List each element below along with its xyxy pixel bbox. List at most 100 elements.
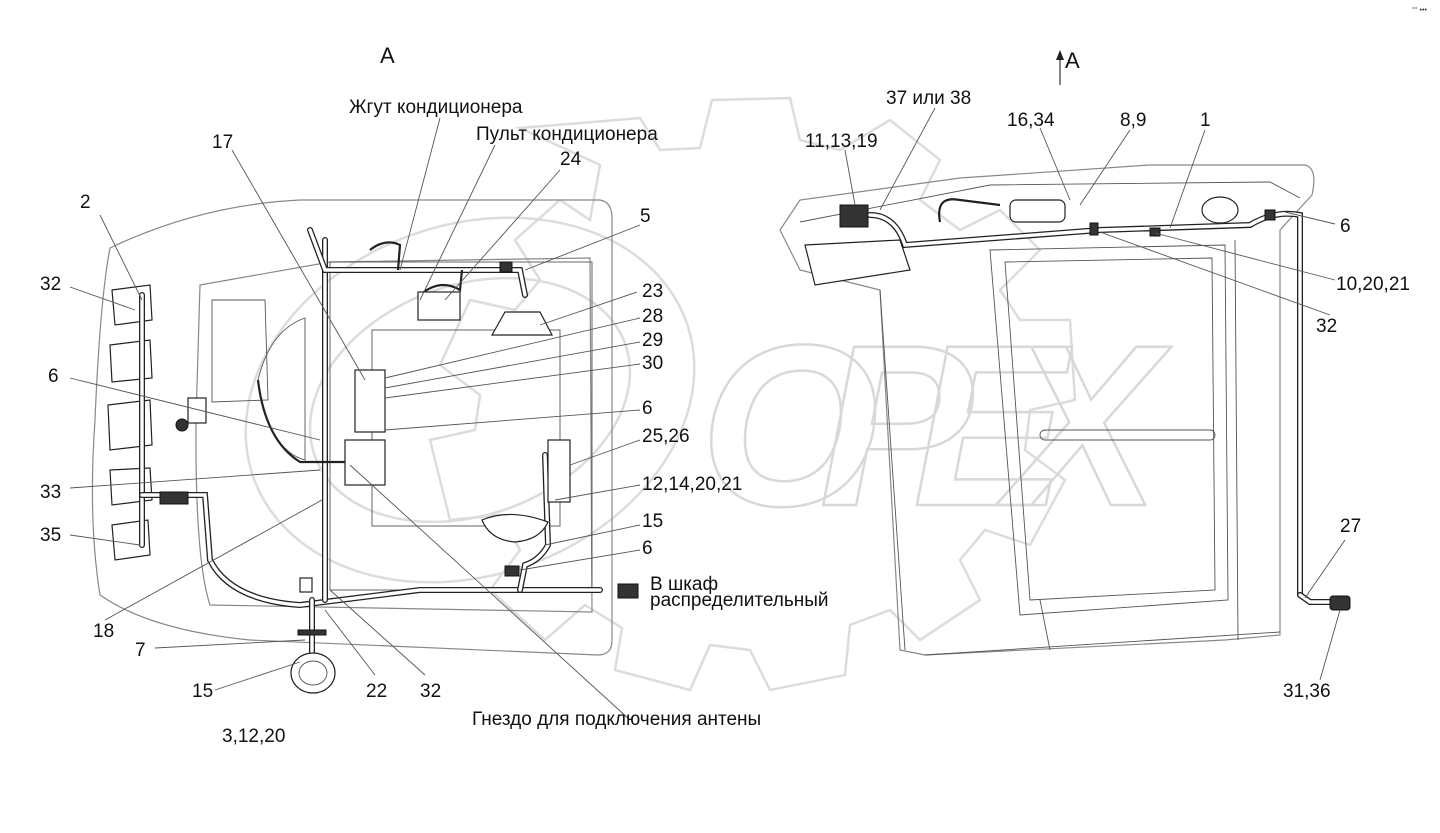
clamp-2 [504, 565, 520, 577]
drop-wire [1039, 599, 1051, 651]
label-35: 35 [40, 525, 61, 546]
label-6-mid: 6 [642, 398, 653, 419]
lamp-4 [109, 467, 153, 506]
label-27: 27 [1340, 516, 1361, 537]
lamp-3 [107, 399, 153, 451]
connector-right [617, 583, 639, 599]
view-right-title: A [1065, 48, 1080, 73]
label-11-13-19: 11,13,19 [805, 131, 878, 152]
wire-seat [256, 379, 345, 464]
seat-block [211, 299, 269, 403]
cab-side-outline [779, 164, 1315, 656]
fuse-box [344, 439, 386, 486]
label-32-left: 32 [40, 274, 61, 295]
label-32-bottom: 32 [420, 681, 441, 702]
label-32-right: 32 [1316, 316, 1337, 337]
label-7: 7 [135, 640, 146, 661]
label-3-12-20: 3,12,20 [222, 726, 285, 747]
rear-connector [1329, 595, 1351, 611]
harness-roof-in [868, 212, 1302, 597]
lamp-1 [111, 284, 153, 326]
harness-top-in [308, 228, 527, 297]
small-box-bottom [299, 577, 313, 593]
harness-ac [369, 241, 402, 271]
clamp-1 [297, 629, 327, 636]
connector-left [159, 491, 189, 505]
label-30: 30 [642, 353, 663, 374]
roof-line-top [799, 181, 1301, 223]
view-left-title: A [380, 43, 395, 68]
label-24: 24 [560, 149, 582, 170]
switch-round [175, 418, 189, 432]
cab-outline [91, 199, 613, 656]
label-panel-ac: Пульт кондиционера [476, 124, 658, 145]
label-antenna-socket: Гнездо для подключения антены [472, 709, 761, 730]
lamp-2 [109, 339, 153, 383]
ac-unit-fan [839, 204, 869, 228]
label-8-9: 8,9 [1120, 110, 1146, 131]
label-2: 2 [80, 192, 91, 213]
ac-panel-box [417, 291, 461, 321]
label-15-right: 15 [642, 511, 663, 532]
label-28: 28 [642, 306, 663, 327]
label-5: 5 [640, 206, 651, 227]
label-16-34: 16,34 [1007, 110, 1055, 131]
label-33: 33 [40, 482, 61, 503]
arrow-a-head [1056, 50, 1064, 60]
mirror-mount [1009, 199, 1066, 223]
left-leaders [69, 117, 641, 721]
cab-inner-outline [195, 257, 593, 613]
clamp-3 [499, 261, 513, 273]
label-to-cabinet-2: распределительный [650, 590, 829, 611]
watermark: OPEX [244, 96, 1173, 692]
right-view: A 37 или 38 11,13,19 16,34 8,9 1 6 10,20… [779, 48, 1410, 702]
label-6-right: 6 [1340, 216, 1351, 237]
speaker-top [490, 311, 553, 336]
door-frame [989, 244, 1229, 616]
label-29: 29 [642, 330, 663, 351]
label-10-20-21: 10,20,21 [1336, 274, 1410, 295]
bracket-left [187, 397, 207, 424]
harness-right-down-in [518, 453, 550, 592]
seat-back [257, 317, 306, 461]
handle-bar [1039, 429, 1216, 441]
clamp-right-1 [1089, 222, 1099, 236]
ac-unit [804, 239, 911, 286]
speaker-bottom [481, 513, 549, 543]
label-to-cabinet-1: В шкаф [650, 574, 718, 595]
pipe-loop [938, 198, 1001, 223]
floor-line [924, 631, 1281, 656]
harness-panel [419, 269, 464, 296]
left-view: A 2 32 6 33 35 18 7 15 3,12,20 22 32 17 … [40, 43, 829, 747]
harness-bottom-loop-in [140, 493, 602, 607]
label-15-left: 15 [192, 681, 213, 702]
pillar-right [1234, 239, 1239, 641]
watermark-o [244, 216, 696, 584]
harness-top [307, 227, 528, 298]
label-23: 23 [642, 281, 663, 302]
corner-mark: °° ••• [1412, 6, 1427, 14]
label-18: 18 [93, 621, 114, 642]
antenna-base-outer [290, 652, 336, 694]
label-harness-ac: Жгут кондиционера [349, 97, 523, 118]
label-1: 1 [1200, 110, 1211, 131]
label-31-36: 31,36 [1283, 681, 1331, 702]
watermark-o-inner [308, 276, 632, 524]
watermark-logo-text: OPEX [700, 297, 1172, 554]
pillar-left [879, 289, 906, 651]
right-leaders [844, 107, 1346, 681]
antenna-base-inner [298, 660, 328, 686]
clamp-right-2 [1149, 227, 1161, 237]
door-frame-inner [1004, 257, 1216, 601]
label-37-38: 37 или 38 [886, 88, 971, 109]
label-6-left: 6 [48, 366, 59, 387]
beacon [1201, 196, 1239, 224]
label-12-14-20-21: 12,14,20,21 [642, 474, 742, 495]
watermark-gear [428, 96, 1077, 692]
label-25-26: 25,26 [642, 426, 690, 447]
relay-block [354, 369, 386, 433]
clamp-right-3 [1264, 209, 1276, 221]
label-6-low: 6 [642, 538, 653, 559]
label-17: 17 [212, 132, 233, 153]
